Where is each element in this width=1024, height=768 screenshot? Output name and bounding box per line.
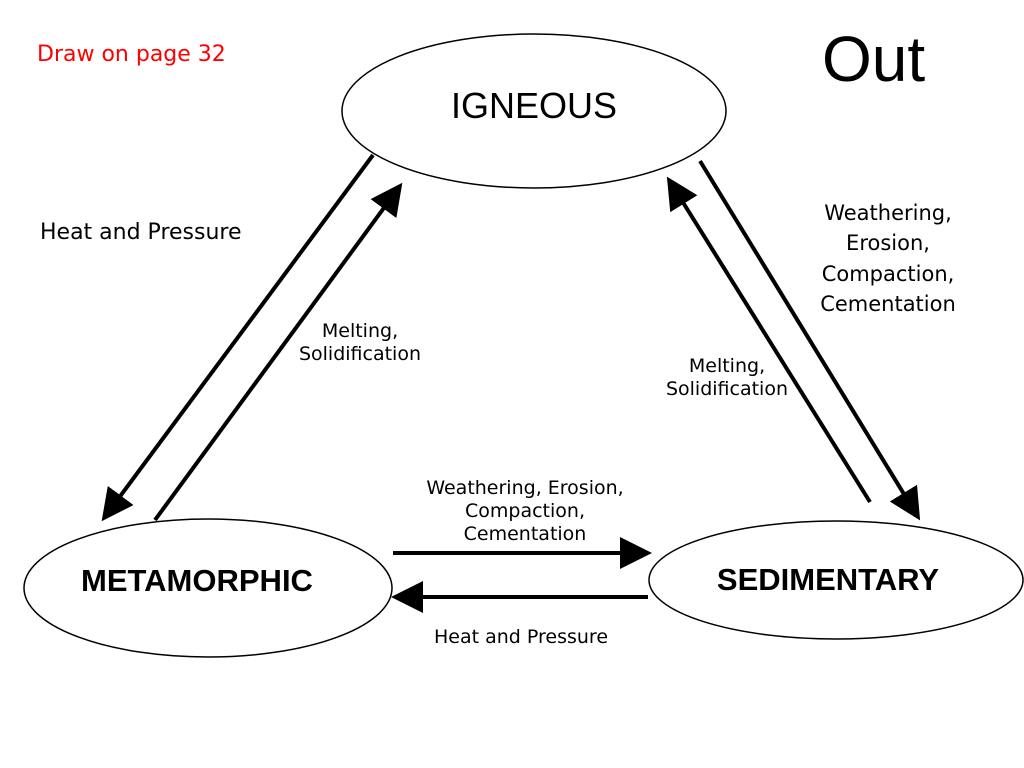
- igneous-label: IGNEOUS: [450, 85, 618, 126]
- process-line: Compaction,: [821, 261, 955, 286]
- process-sedimentary-to-metamorphic: Heat and Pressure: [433, 626, 609, 648]
- process-line: Solidification: [665, 378, 789, 401]
- arrow-metamorphic-to-igneous: [153, 182, 403, 522]
- process-igneous-to-sedimentary: Weathering, Erosion, Compaction, Cementa…: [788, 198, 988, 320]
- process-sedimentary-to-igneous: Melting, Solidification: [627, 355, 827, 401]
- metamorphic-label: METAMORPHIC: [81, 563, 313, 598]
- process-metamorphic-to-igneous: Melting, Solidification: [260, 320, 460, 366]
- sedimentary-node: [648, 520, 1024, 640]
- igneous-node: [341, 33, 727, 189]
- arrow-sedimentary-to-igneous: [666, 176, 872, 504]
- process-line: Melting,: [688, 355, 766, 377]
- page-note: Draw on page 32: [37, 42, 226, 67]
- process-igneous-to-metamorphic: Heat and Pressure: [40, 220, 242, 245]
- process-line: Melting,: [321, 320, 399, 342]
- process-line: Compaction,: [465, 500, 585, 523]
- process-line: Cementation: [463, 523, 587, 546]
- process-metamorphic-to-sedimentary: Weathering, Erosion, Compaction, Cementa…: [375, 477, 675, 547]
- process-line: Weathering,: [824, 201, 952, 225]
- arrow-igneous-to-sedimentary: [698, 159, 921, 521]
- sedimentary-label: SEDIMENTARY: [716, 562, 940, 597]
- process-line: Weathering, Erosion,: [426, 477, 624, 499]
- arrow-igneous-to-metamorphic: [101, 153, 375, 522]
- slide-title: Out: [822, 23, 926, 95]
- process-line: Erosion,: [846, 231, 930, 256]
- process-line: Solidification: [298, 343, 422, 366]
- process-line: Cementation: [820, 292, 956, 317]
